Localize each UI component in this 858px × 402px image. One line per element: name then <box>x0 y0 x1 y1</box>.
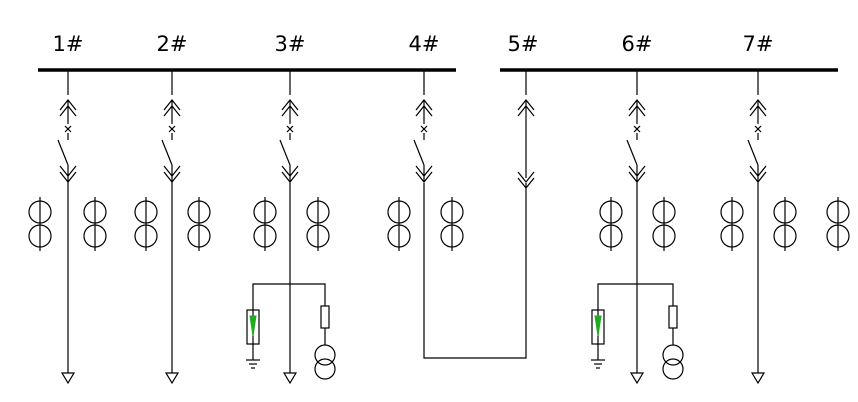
branch-connector <box>252 283 326 345</box>
breaker-cross <box>286 125 294 133</box>
ground-arrow-symbol <box>164 372 180 385</box>
current-transformer-symbol <box>187 197 211 251</box>
ground-arrow-symbol <box>282 372 298 385</box>
voltage-transformer-coil <box>662 344 684 366</box>
branch-connector <box>597 283 674 345</box>
current-transformer-symbol <box>773 197 797 251</box>
feeder-group <box>28 70 850 385</box>
ground-arrow-symbol <box>629 372 645 385</box>
current-transformer-symbol <box>599 197 623 251</box>
breaker-cross <box>64 125 72 133</box>
arrester-indicator-icon <box>249 315 257 337</box>
breaker-blade <box>626 139 638 166</box>
voltage-transformer-coil <box>314 358 336 380</box>
current-transformer-symbol <box>720 197 744 251</box>
current-transformer-symbol <box>440 197 464 251</box>
breaker-blade <box>279 139 291 166</box>
current-transformer-symbol <box>387 197 411 251</box>
bus-label: 2# <box>157 32 188 56</box>
fuse-symbol <box>668 305 678 329</box>
current-transformer-symbol <box>83 197 107 251</box>
ground-arrow-symbol <box>60 372 76 385</box>
breaker-cross <box>168 125 176 133</box>
breaker-cross <box>754 125 762 133</box>
current-transformer-symbol <box>306 197 330 251</box>
breaker-cross <box>633 125 641 133</box>
bus-label: 7# <box>743 32 774 56</box>
current-transformer-symbol <box>652 197 676 251</box>
breaker-blade <box>57 139 69 166</box>
bus-label: 1# <box>53 32 84 56</box>
voltage-transformer-coil <box>314 344 336 366</box>
breaker-blade <box>413 139 425 166</box>
bus-label: 3# <box>275 32 306 56</box>
ground-arrow-symbol <box>750 372 766 385</box>
disconnect-lower-chevron <box>517 171 535 183</box>
arrester-indicator-icon <box>594 315 602 337</box>
current-transformer-symbol <box>134 197 158 251</box>
breaker-blade <box>161 139 173 166</box>
current-transformer-symbol <box>253 197 277 251</box>
current-transformer-symbol <box>826 197 850 251</box>
fuse-symbol <box>320 305 330 329</box>
bus-tie-link <box>423 183 527 359</box>
current-transformer-symbol <box>28 197 52 251</box>
voltage-transformer-coil <box>662 358 684 380</box>
breaker-blade <box>747 139 759 166</box>
bus-label: 5# <box>508 32 539 56</box>
bus-label: 6# <box>622 32 653 56</box>
breaker-cross <box>420 125 428 133</box>
bus-label: 4# <box>409 32 440 56</box>
